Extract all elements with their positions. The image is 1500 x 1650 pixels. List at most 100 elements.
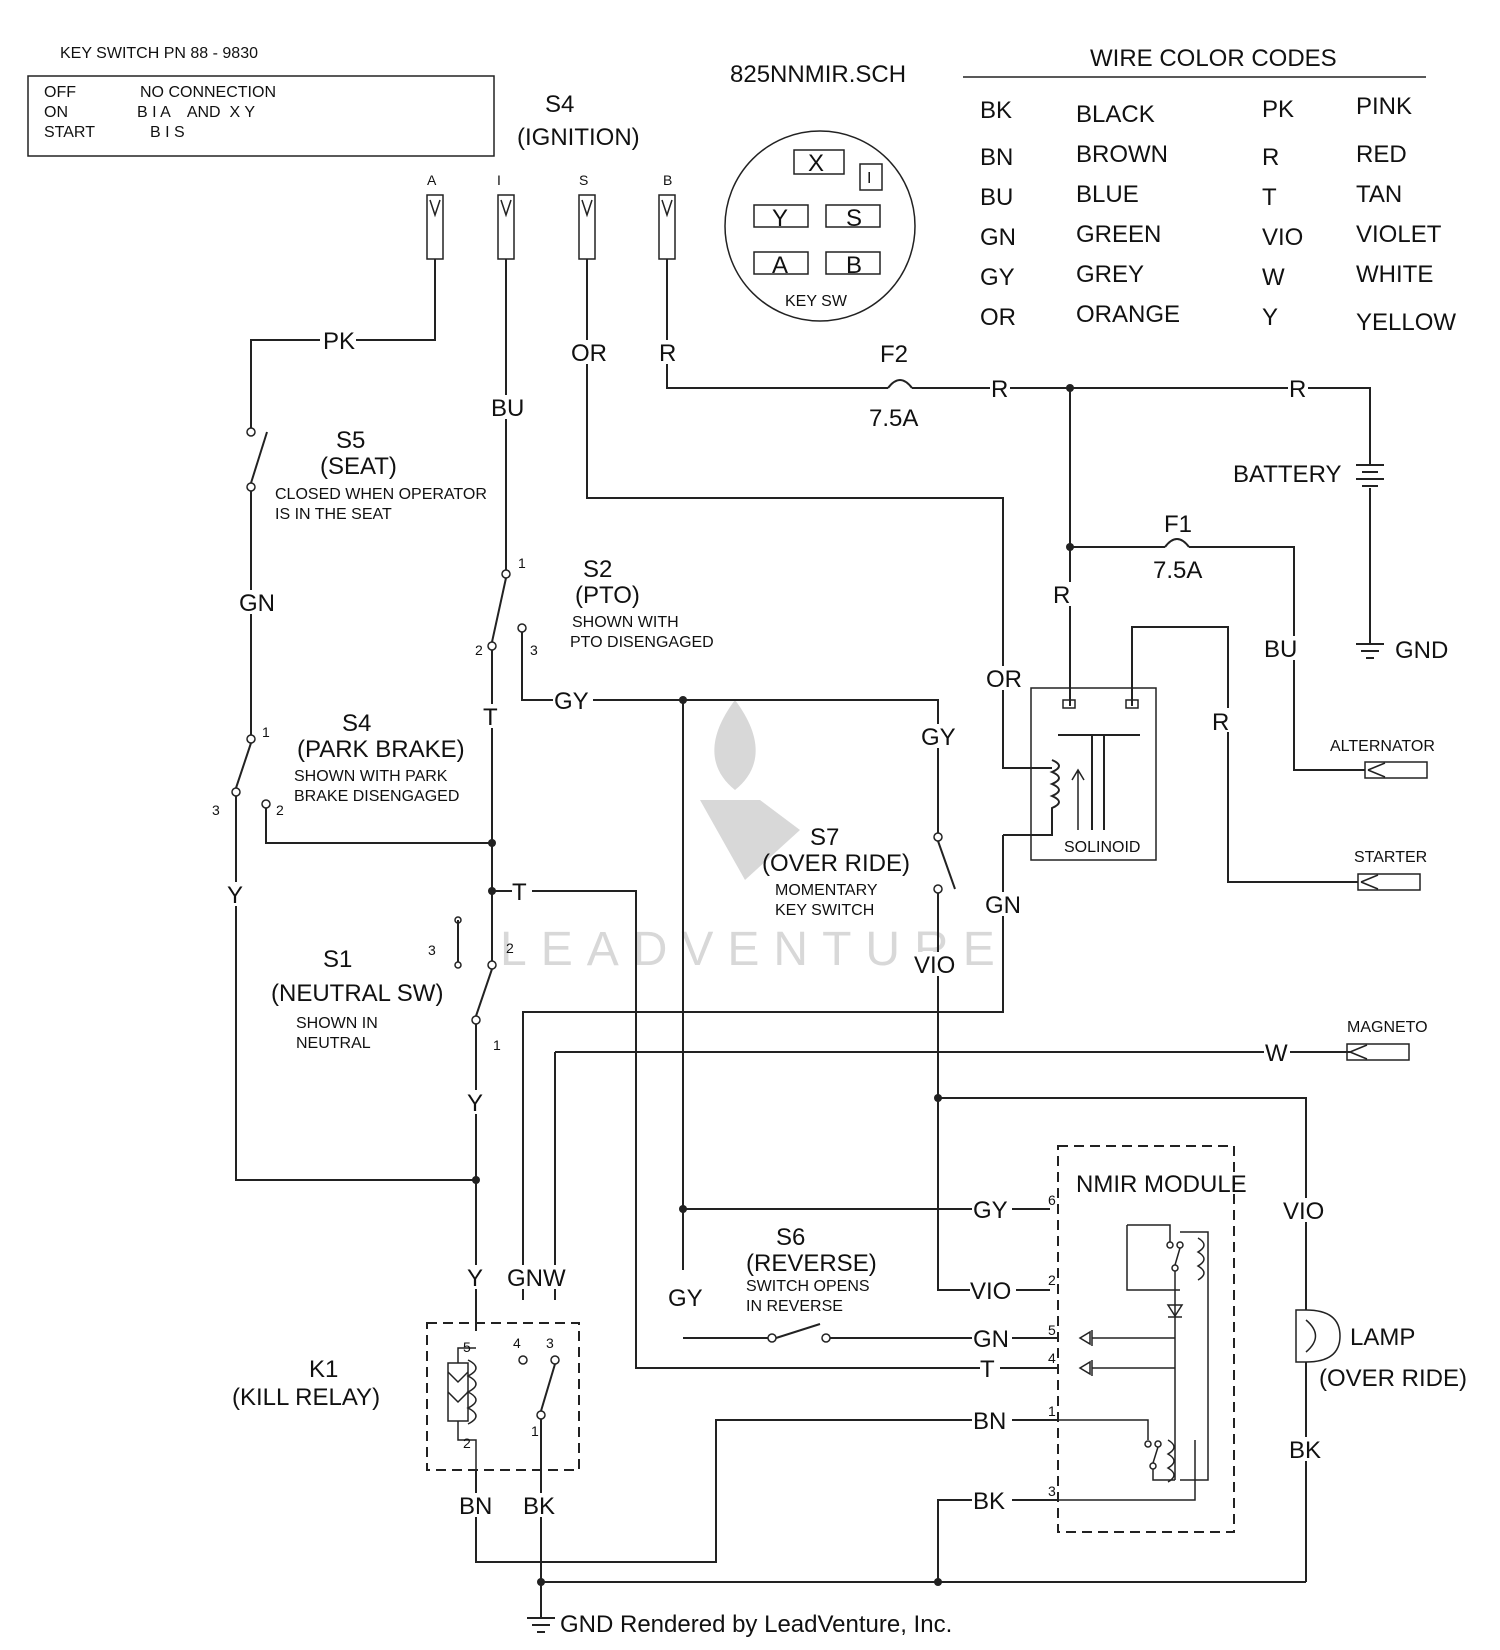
relay-pin-3: 3: [546, 1335, 554, 1351]
key-sw-label: KEY SW: [785, 293, 848, 310]
reverse-note-1: SWITCH OPENS: [746, 1278, 870, 1295]
name-black: BLACK: [1076, 101, 1155, 128]
module-pin-2: 2: [1048, 1272, 1056, 1288]
code-t: T: [1262, 184, 1277, 211]
park-pin-3: 3: [212, 802, 220, 818]
wire-label-or-1: OR: [571, 340, 607, 367]
key-switch-table: KEY SWITCH PN 88 - 9830 OFF NO CONNECTIO…: [27, 45, 495, 157]
relay-pin-2: 2: [463, 1435, 471, 1451]
lamp-desc: (OVER RIDE): [1319, 1365, 1467, 1392]
junctions: [472, 384, 1074, 1586]
diode-gn: [1078, 1330, 1093, 1346]
park-note-1: SHOWN WITH PARK: [294, 768, 448, 785]
wire-label-bu: BU: [491, 395, 524, 422]
ignition-name: S4: [545, 91, 574, 118]
fuse-f2: F2 7.5A: [869, 341, 918, 432]
key-switch-state-on: ON: [44, 104, 68, 121]
module-pin-4: 4: [1048, 1350, 1056, 1366]
code-bu: BU: [980, 184, 1013, 211]
key-switch-state-off: OFF: [44, 84, 76, 101]
seat-note-1: CLOSED WHEN OPERATOR: [275, 486, 487, 503]
wire-label-bk-1: BK: [973, 1488, 1005, 1515]
wire-label-gy-1: GY: [554, 688, 589, 715]
seat-desc: (SEAT): [320, 453, 397, 480]
seat-note-2: IS IN THE SEAT: [275, 506, 392, 523]
wire-label-y-3: Y: [467, 1265, 483, 1292]
override-note-1: MOMENTARY: [775, 882, 878, 899]
wire-color-codes: WIRE COLOR CODES BK BLACK BN BROWN BU BL…: [963, 45, 1456, 336]
wire-label-or-2: OR: [986, 666, 1022, 693]
module-pin-3: 3: [1048, 1483, 1056, 1499]
name-orange: ORANGE: [1076, 301, 1180, 328]
wire-label-r-5: R: [1212, 709, 1229, 736]
key-sw-circle: [724, 130, 916, 322]
seat-switch: S5 (SEAT) CLOSED WHEN OPERATOR IS IN THE…: [246, 427, 487, 523]
wire-label-gn-3: GN: [973, 1326, 1009, 1353]
alternator-label: ALTERNATOR: [1330, 738, 1435, 755]
code-vio: VIO: [1262, 224, 1303, 251]
module-label: NMIR MODULE: [1076, 1171, 1247, 1198]
alternator-connector: ALTERNATOR: [1330, 738, 1435, 779]
diode-t: [1078, 1360, 1093, 1376]
relay-pin-1: 1: [531, 1423, 539, 1439]
footer-text: GND Rendered by LeadVenture, Inc.: [560, 1611, 952, 1638]
wire-label-y-2: Y: [467, 1090, 483, 1117]
pto-switch: 1 2 3 S2 (PTO) SHOWN WITH PTO DISENGAGED: [475, 555, 714, 658]
code-bn: BN: [980, 144, 1013, 171]
wire-label-bk-2: BK: [1289, 1437, 1321, 1464]
reverse-name: S6: [776, 1224, 805, 1251]
park-brake-switch: 1 3 2 S4 (PARK BRAKE) SHOWN WITH PARK BR…: [212, 710, 465, 818]
key-contact-a: A: [772, 252, 788, 279]
key-contact-i: I: [867, 170, 871, 187]
key-switch-conn-on: B I A AND X Y: [137, 104, 255, 121]
name-blue: BLUE: [1076, 181, 1139, 208]
name-yellow: YELLOW: [1356, 309, 1456, 336]
key-switch-state-start: START: [44, 124, 95, 141]
wire-label-t-1: T: [483, 704, 498, 731]
wire-label-gy-3: GY: [973, 1197, 1008, 1224]
wire-label-bn-2: BN: [459, 1493, 492, 1520]
pto-note-1: SHOWN WITH: [572, 614, 679, 631]
terminal-i: [497, 194, 515, 260]
terminal-label-i: I: [497, 172, 501, 188]
wires: [235, 259, 1371, 1618]
fuse-f2-name: F2: [880, 341, 908, 368]
solenoid: SOLINOID: [1003, 687, 1157, 861]
wire-label-gn-1: GN: [239, 590, 275, 617]
override-name: S7: [810, 824, 839, 851]
fuse-f1: F1 7.5A: [1153, 511, 1202, 584]
relay-pin-5: 5: [463, 1339, 471, 1355]
wire-label-pk: PK: [323, 328, 355, 355]
reverse-switch: S6 (REVERSE) SWITCH OPENS IN REVERSE: [746, 1224, 877, 1343]
name-brown: BROWN: [1076, 141, 1168, 168]
fuse-f2-rating: 7.5A: [869, 405, 918, 432]
code-or: OR: [980, 304, 1016, 331]
key-switch-box: [27, 75, 495, 157]
name-pink: PINK: [1356, 93, 1412, 120]
neutral-note-1: SHOWN IN: [296, 1015, 378, 1032]
wire-label-r-3: R: [1289, 376, 1306, 403]
name-violet: VIOLET: [1356, 221, 1442, 248]
override-note-2: KEY SWITCH: [775, 902, 874, 919]
key-sw-face: X I Y S A B KEY SW: [724, 130, 916, 322]
wire-label-bu-2: BU: [1264, 636, 1297, 663]
key-contact-y: Y: [772, 205, 788, 232]
magneto-label: MAGNETO: [1347, 1019, 1428, 1036]
module-pin-5: 5: [1048, 1322, 1056, 1338]
pto-pin-2: 2: [475, 642, 483, 658]
wire-label-vio-2: VIO: [1283, 1198, 1324, 1225]
wire-label-bk-3: BK: [523, 1493, 555, 1520]
pto-pin-1: 1: [518, 555, 526, 571]
fuse-f1-rating: 7.5A: [1153, 557, 1202, 584]
wire-label-gnw: GNW: [507, 1265, 566, 1292]
wire-label-t-2: T: [512, 879, 527, 906]
code-r: R: [1262, 144, 1279, 171]
terminal-label-b: B: [663, 172, 672, 188]
neutral-name: S1: [323, 946, 352, 973]
fuse-f1-name: F1: [1164, 511, 1192, 538]
battery-ground-icon: GND: [1356, 637, 1448, 664]
code-bk: BK: [980, 97, 1012, 124]
wire-label-vio-3: VIO: [970, 1278, 1011, 1305]
file-name: 825NNMIR.SCH: [730, 61, 906, 88]
wire-label-w: W: [1265, 1040, 1288, 1067]
